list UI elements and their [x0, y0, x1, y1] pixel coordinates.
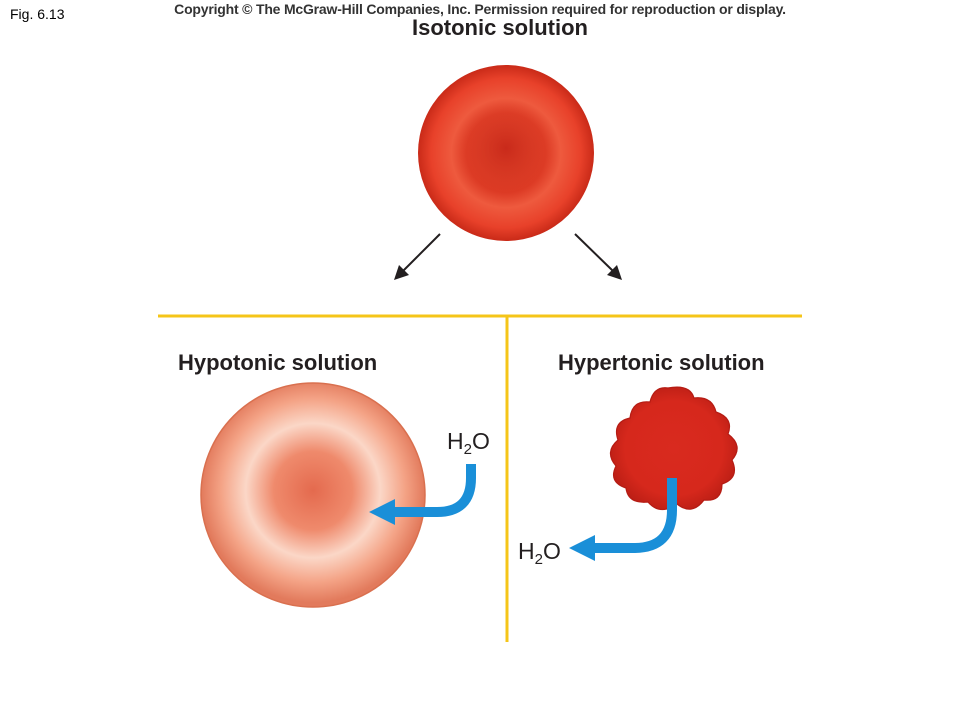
hypotonic-red-blood-cell: [200, 382, 426, 608]
hypertonic-title: Hypertonic solution: [558, 350, 765, 375]
panel-divider: [158, 314, 802, 642]
isotonic-title: Isotonic solution: [412, 15, 588, 40]
curved-arrow-into-cell-icon: [369, 464, 476, 525]
arrow-to-hypertonic-icon: [574, 233, 622, 280]
figure-label: Fig. 6.13: [10, 6, 65, 22]
arrow-to-hypotonic-icon: [394, 233, 441, 280]
isotonic-red-blood-cell: [418, 65, 594, 241]
water-label-hypotonic: H2O: [447, 428, 490, 458]
curved-arrow-out-of-cell-icon: [569, 478, 677, 561]
water-label-hypertonic: H2O: [518, 538, 561, 568]
hypotonic-title: Hypotonic solution: [178, 350, 378, 375]
copyright-notice: Copyright © The McGraw-Hill Companies, I…: [174, 1, 786, 17]
